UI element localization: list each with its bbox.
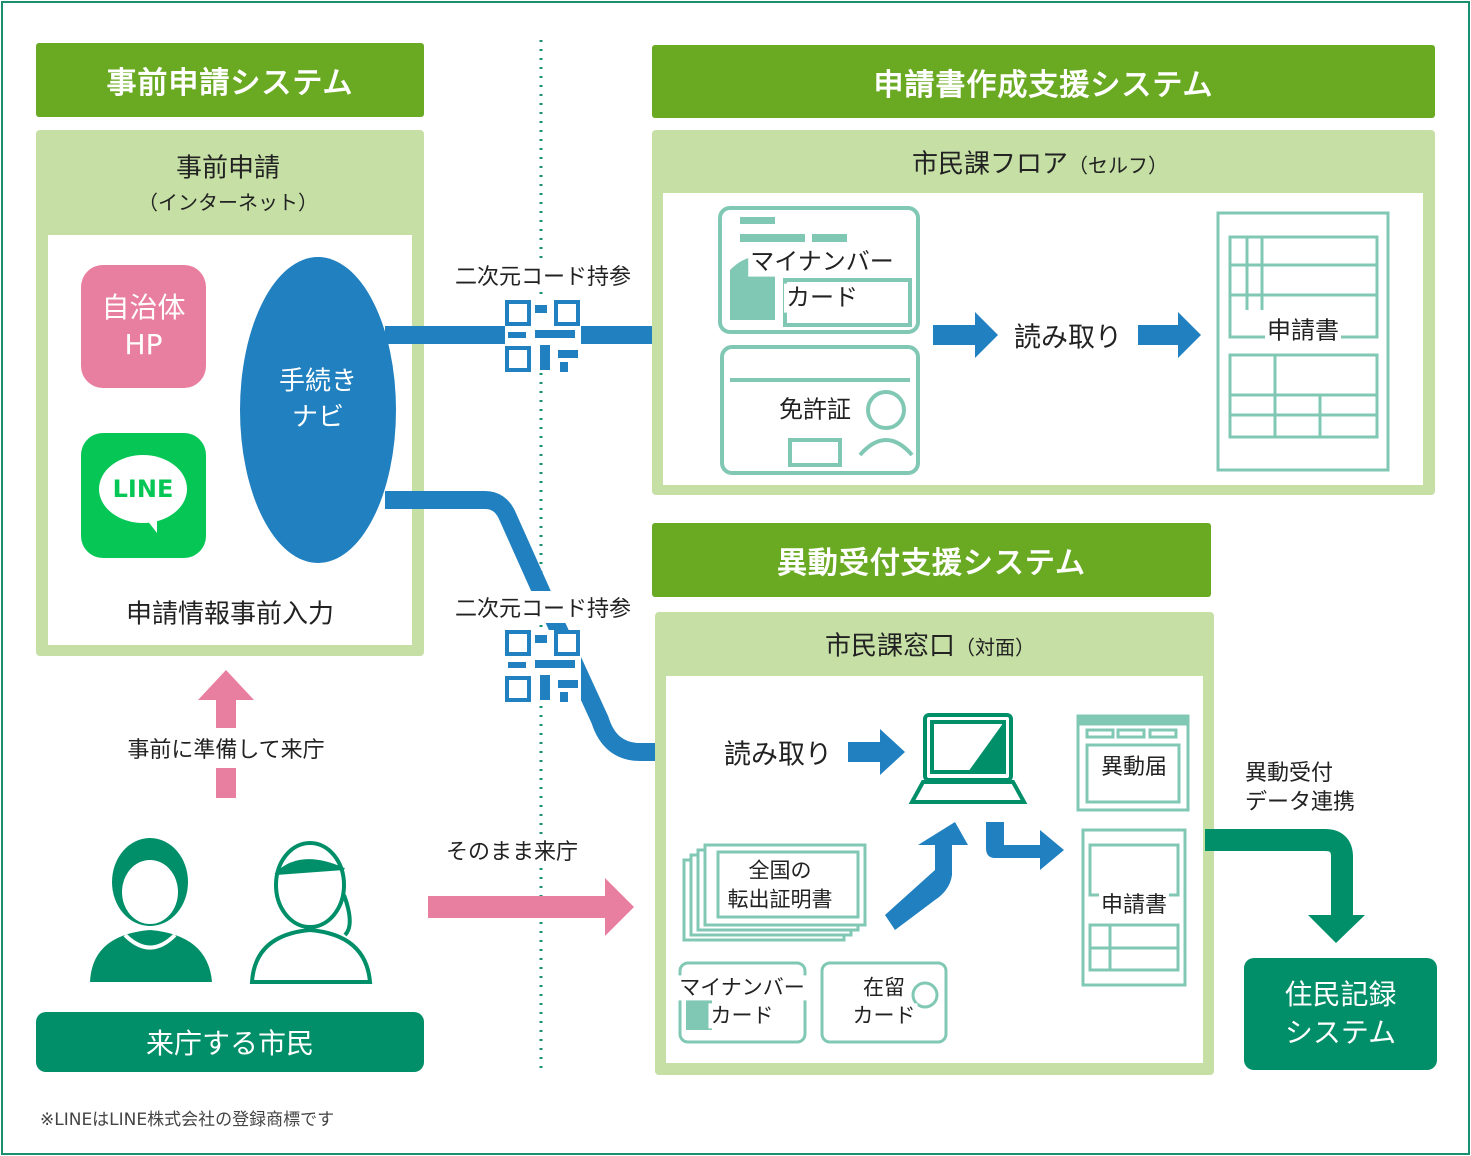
mynumber-card-label-2: カード — [784, 283, 860, 313]
to-read-arrow — [933, 325, 978, 345]
mynumber-card-label-1: マイナンバー — [748, 247, 896, 277]
data-link-label-2: データ連携 — [1245, 789, 1356, 815]
resident-system-label-1: 住民記録 — [1284, 978, 1397, 1012]
transfer-cert-label-2: 転出証明書 — [725, 887, 835, 913]
counter-read-label: 読み取り — [724, 739, 832, 771]
municipal-hp-label-2: HP — [124, 327, 163, 361]
line-logo: LINE — [99, 455, 187, 523]
drivers-license-icon — [720, 345, 920, 475]
procedure-navi-ellipse — [240, 257, 396, 563]
data-link-label: 異動受付 データ連携 — [1245, 760, 1355, 817]
qr-code-icon-2 — [505, 630, 581, 703]
cert-to-laptop-arrow — [885, 822, 968, 930]
citizen-man-icon — [90, 838, 212, 982]
line-app-icon[interactable]: LINE — [81, 433, 206, 558]
move-reception-header: 異動受付支援システム — [652, 523, 1211, 597]
qr-label-2: 二次元コード持参 — [454, 591, 632, 623]
qr-label-1: 二次元コード持参 — [454, 259, 632, 291]
visiting-citizens-label: 来庁する市民 — [36, 1012, 424, 1072]
procedure-navi-label-1: 手続き — [278, 366, 358, 397]
self-floor-title-note: （セルフ） — [1068, 153, 1169, 178]
counter-arrows — [848, 729, 1064, 930]
self-floor-title: 市民課フロア（セルフ） — [912, 144, 1168, 181]
residence-card-label-2: カード — [850, 1003, 918, 1029]
application-support-header: 申請書作成支援システム — [652, 45, 1435, 118]
data-link-arrow — [1205, 829, 1353, 920]
pre-input-caption: 申請情報事前入力 — [125, 599, 335, 630]
prepare-label: 事前に準備して来庁 — [127, 728, 325, 768]
to-application-arrow — [1138, 325, 1180, 345]
small-mynumber-label-2: カード — [708, 1003, 776, 1029]
procedure-navi-label[interactable]: 手続き ナビ — [279, 364, 357, 437]
counter-title-note: （対面） — [955, 635, 1036, 660]
laptop-icon — [908, 713, 1028, 804]
resident-system-label-2: システム — [1284, 1016, 1397, 1049]
qr-code-icon-1 — [505, 300, 581, 373]
counter-title: 市民課窓口（対面） — [825, 626, 1035, 663]
citizen-woman-icon — [249, 841, 373, 984]
municipal-hp-label-1: 自治体 — [101, 291, 186, 325]
self-read-arrows — [933, 312, 1201, 358]
counter-application-label: 申請書 — [1098, 892, 1170, 920]
procedure-navi-label-2: ナビ — [291, 403, 345, 433]
pre-application-subtitle: （インターネット） — [138, 190, 318, 215]
self-application-label: 申請書 — [1265, 316, 1341, 346]
to-laptop-arrow — [880, 729, 905, 775]
counter-title-main: 市民課窓口 — [824, 631, 956, 662]
direct-visit-label: そのまま来庁 — [445, 834, 579, 866]
self-floor-title-main: 市民課フロア — [911, 149, 1069, 180]
data-link-label-1: 異動受付 — [1245, 761, 1334, 786]
data-link-arrowhead — [1308, 915, 1365, 943]
direct-visit-arrowhead — [605, 878, 634, 936]
license-label: 免許証 — [777, 395, 853, 425]
pre-application-title: 事前申請 — [175, 153, 281, 184]
pre-application-header: 事前申請システム — [36, 43, 424, 117]
resident-record-system-box: 住民記録 システム — [1244, 958, 1437, 1070]
municipal-hp-icon[interactable]: 自治体 HP — [81, 265, 206, 388]
transfer-cert-label-1: 全国の — [746, 858, 814, 884]
prepare-arrowhead — [198, 670, 254, 700]
laptop-to-form-arrow — [986, 822, 1064, 870]
small-mynumber-label-1: マイナンバー — [677, 975, 807, 1001]
self-read-label: 読み取り — [1014, 322, 1122, 354]
footnote: ※LINEはLINE株式会社の登録商標です — [40, 1110, 335, 1130]
line-bubble-tail — [143, 515, 157, 533]
move-notice-label: 異動届 — [1098, 754, 1170, 782]
direct-visit-arrow-shaft — [428, 896, 608, 918]
residence-card-label-1: 在留 — [861, 975, 907, 1001]
